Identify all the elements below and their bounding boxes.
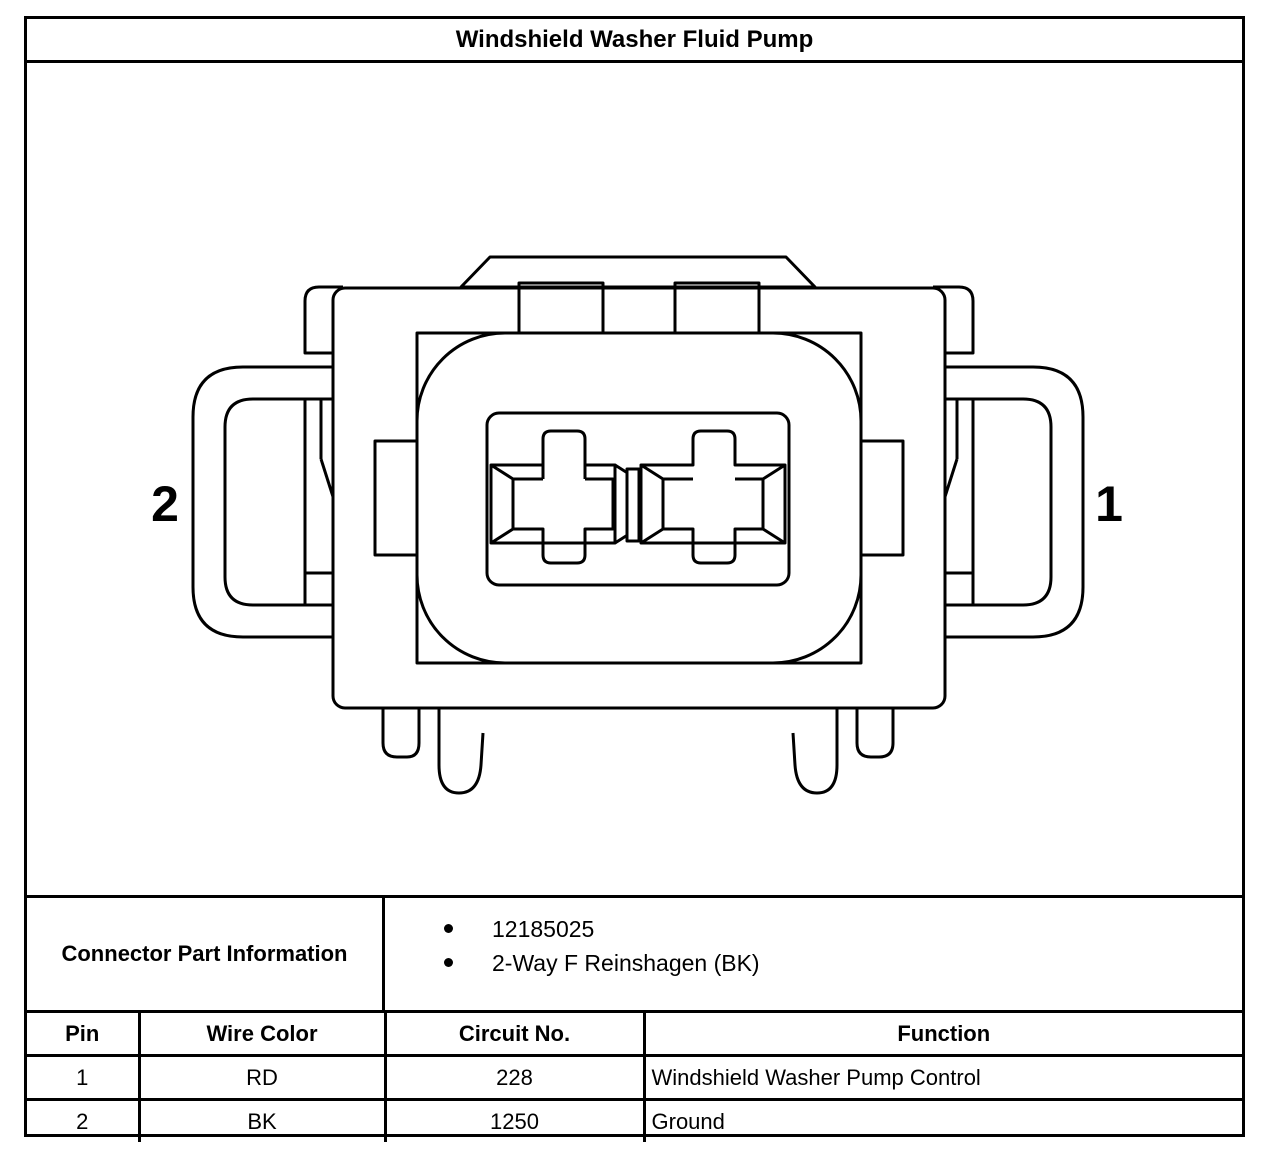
row2-function: Ground	[642, 1098, 1242, 1142]
pin-table: Pin Wire Color Circuit No. Function 1 RD…	[27, 1013, 1242, 1142]
pin-label-2: 2	[151, 476, 179, 532]
row2-circuit-no: 1250	[383, 1098, 646, 1142]
connector-diagram: 2 1	[27, 63, 1242, 898]
row1-pin: 1	[27, 1054, 141, 1101]
connector-foot-left	[381, 703, 421, 759]
connector-sheet: Windshield Washer Fluid Pump	[24, 16, 1245, 1142]
header-circuit-no: Circuit No.	[383, 1013, 646, 1057]
terminal-pin-1	[639, 429, 787, 565]
pin-label-1: 1	[1095, 476, 1123, 532]
side-latch-right	[941, 365, 1085, 639]
diagram-title: Windshield Washer Fluid Pump	[27, 19, 1242, 63]
connector-prong-right	[791, 703, 839, 795]
side-latch-left	[191, 365, 337, 639]
side-key-right	[859, 439, 905, 557]
terminal-divider	[625, 467, 641, 543]
connector-part-number: 12185025	[385, 912, 760, 946]
lock-tab-left	[517, 281, 605, 333]
connector-prong-left	[437, 703, 485, 795]
header-wire-color: Wire Color	[137, 1013, 387, 1057]
header-function: Function	[642, 1013, 1242, 1057]
row2-pin: 2	[27, 1098, 141, 1142]
row2-wire-color: BK	[137, 1098, 387, 1142]
row1-wire-color: RD	[137, 1054, 387, 1101]
header-pin: Pin	[27, 1013, 141, 1057]
connector-face-drawing: 2 1	[151, 255, 1123, 795]
table-row: 2 BK 1250 Ground	[27, 1098, 1242, 1142]
side-key-left	[373, 439, 419, 557]
connector-part-info: Connector Part Information 12185025 2-Wa…	[27, 895, 1242, 1013]
table-row: 1 RD 228 Windshield Washer Pump Control	[27, 1054, 1242, 1101]
connector-foot-right	[855, 703, 895, 759]
connector-info-label: Connector Part Information	[27, 898, 385, 1010]
row1-function: Windshield Washer Pump Control	[642, 1054, 1242, 1101]
connector-info-list: 12185025 2-Way F Reinshagen (BK)	[385, 912, 760, 980]
pin-table-header: Pin Wire Color Circuit No. Function	[27, 1013, 1242, 1057]
row1-circuit-no: 228	[383, 1054, 646, 1101]
connector-top-ramp	[459, 255, 817, 289]
lock-tab-right	[673, 281, 761, 333]
connector-description: 2-Way F Reinshagen (BK)	[385, 946, 760, 980]
